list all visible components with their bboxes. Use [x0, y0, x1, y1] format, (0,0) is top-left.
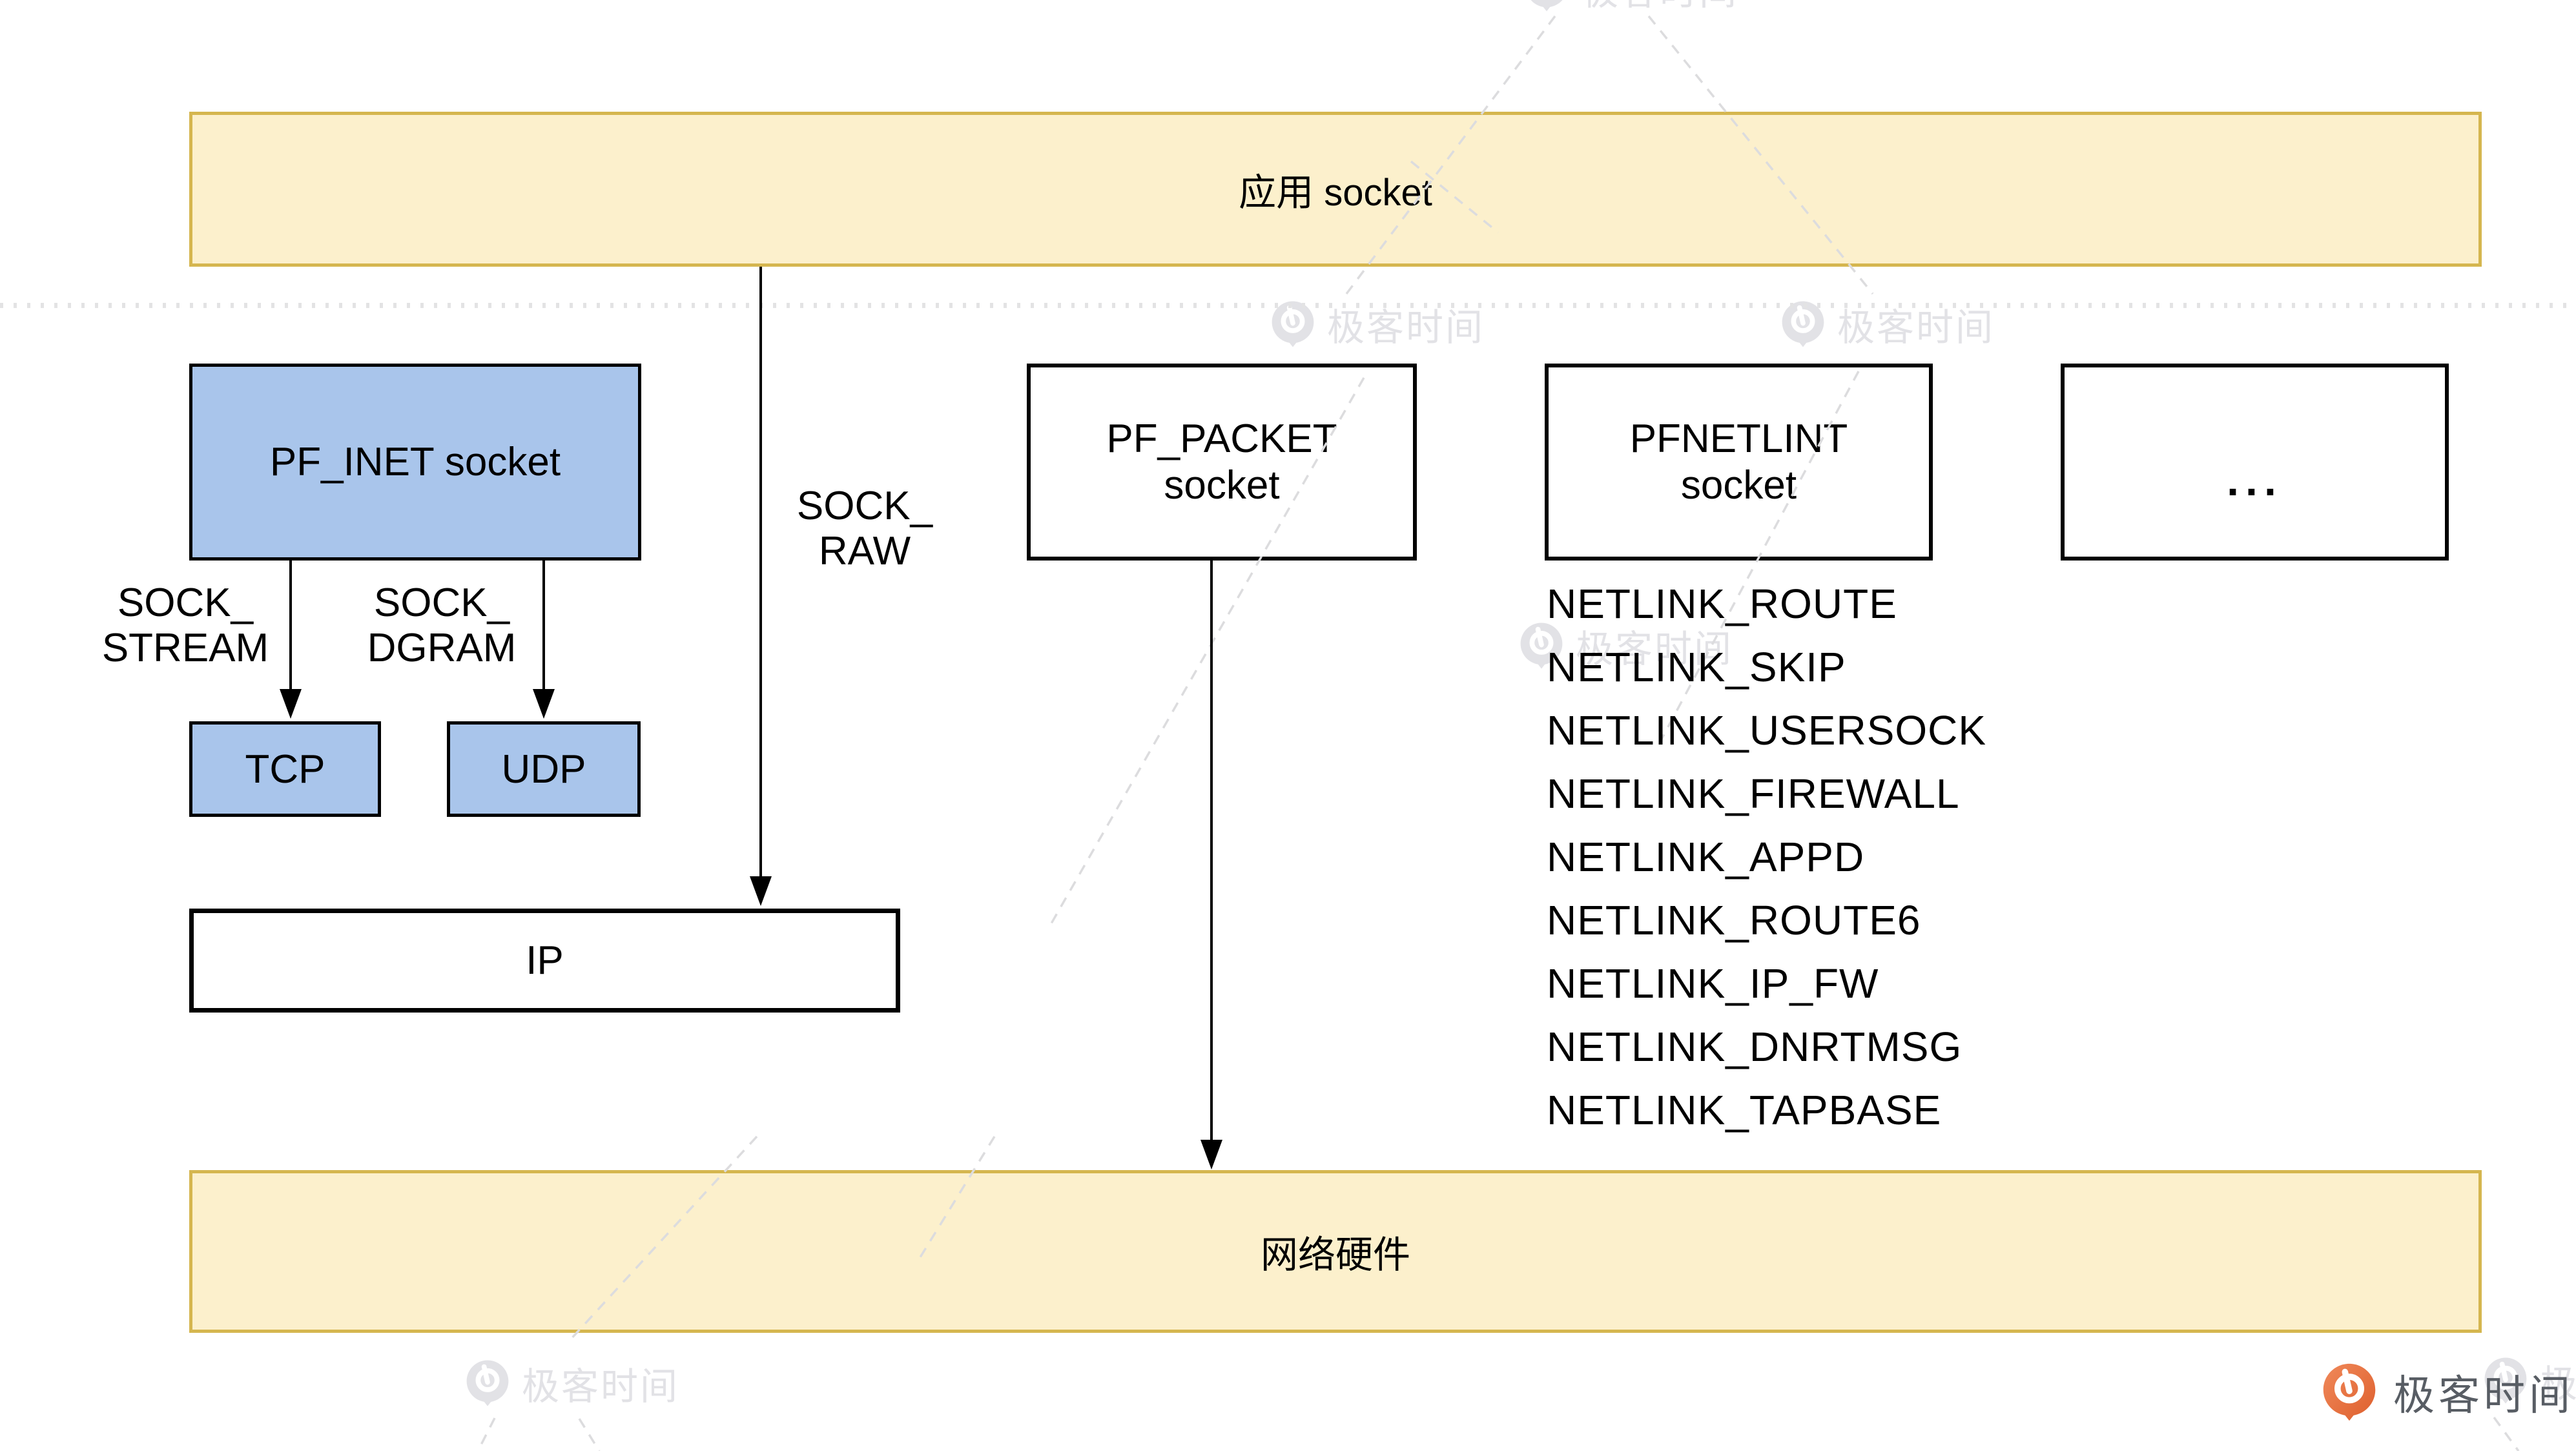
netlink-item: NETLINK_DNRTMSG — [1547, 1024, 1963, 1070]
geektime-logo-icon — [1530, 0, 1563, 12]
netlink-item: NETLINK_TAPBASE — [1547, 1087, 1942, 1133]
other-sockets-box: ... — [2061, 364, 2449, 561]
watermark-text: 极客时间 — [1837, 307, 1995, 349]
netlink-item: NETLINK_USERSOCK — [1547, 707, 1987, 754]
tcp-label: TCP — [245, 746, 325, 792]
geektime-brand: 极客时间 — [2320, 1363, 2574, 1422]
pfnetlint-label-line2: socket — [1680, 462, 1797, 508]
sock-raw-line1: SOCK_ — [796, 484, 933, 528]
netlink-item: NETLINK_FIREWALL — [1547, 770, 1960, 817]
watermark-geektime: 极客时间 — [2482, 1353, 2576, 1408]
watermark-text: 极客时间 — [2540, 1363, 2576, 1405]
sock-stream-line1: SOCK_ — [117, 581, 254, 625]
watermark-text: 极客时间 — [1327, 307, 1485, 349]
pfnetlint-label-line1: PFNETLINT — [1629, 416, 1848, 461]
network-hardware-label: 网络硬件 — [1260, 1234, 1410, 1276]
geektime-logo-icon — [1520, 623, 1563, 669]
sock-stream-line2: STREAM — [101, 626, 269, 670]
netlink-item: NETLINK_ROUTE — [1547, 581, 1897, 627]
ip-label: IP — [526, 938, 564, 983]
network-hardware-band: 网络硬件 — [189, 1170, 2482, 1333]
pf-packet-label-line2: socket — [1164, 462, 1280, 508]
pf-packet-label-line1: PF_PACKET — [1106, 416, 1337, 461]
ip-box: IP — [189, 909, 900, 1013]
application-socket-band: 应用 socket — [189, 112, 2482, 267]
brand-text: 极客时间 — [2393, 1372, 2574, 1419]
application-socket-label: 应用 socket — [1239, 172, 1432, 214]
pf-packet-socket-box: PF_PACKET socket — [1027, 364, 1417, 561]
geektime-logo-icon — [2323, 1363, 2376, 1421]
netlink-item: NETLINK_ROUTE6 — [1547, 897, 1921, 943]
udp-box: UDP — [447, 721, 641, 817]
sock-stream-edge-label: SOCK_ STREAM — [50, 581, 321, 671]
sock-raw-line2: RAW — [818, 529, 911, 573]
watermark-text: 极客时间 — [1581, 0, 1738, 15]
netlink-item: NETLINK_APPD — [1547, 834, 1865, 880]
geektime-logo-icon — [1272, 301, 1314, 347]
watermark-text: 极客时间 — [522, 1366, 680, 1408]
sock-dgram-edge-label: SOCK_ DGRAM — [306, 581, 577, 671]
ellipsis-label: ... — [2227, 455, 2283, 505]
sock-raw-edge-label: SOCK_ RAW — [729, 484, 1000, 574]
watermark-geektime: 极客时间 — [1269, 297, 1485, 351]
sock-dgram-line1: SOCK_ — [373, 581, 510, 625]
netlink-protocol-list: NETLINK_ROUTE NETLINK_SKIP NETLINK_USERSOC… — [1547, 572, 1986, 1142]
netlink-item: NETLINK_IP_FW — [1547, 960, 1879, 1007]
udp-label: UDP — [501, 746, 586, 792]
geektime-logo-icon — [466, 1360, 509, 1406]
watermark-geektime: 极客时间 — [1779, 297, 1995, 351]
pfnetlint-socket-box: PFNETLINT socket — [1545, 364, 1933, 561]
netlink-item: NETLINK_SKIP — [1547, 644, 1846, 690]
pf-inet-socket-box: PF_INET socket — [189, 364, 641, 561]
pf-inet-socket-label: PF_INET socket — [269, 440, 561, 484]
watermark-geektime: 极客时间 — [464, 1356, 679, 1410]
geektime-logo-icon — [2484, 1357, 2527, 1404]
watermark-geektime: 极客时间 — [1523, 0, 1738, 15]
sock-dgram-line2: DGRAM — [367, 626, 517, 670]
geektime-logo-icon — [1782, 301, 1824, 347]
tcp-box: TCP — [189, 721, 381, 817]
